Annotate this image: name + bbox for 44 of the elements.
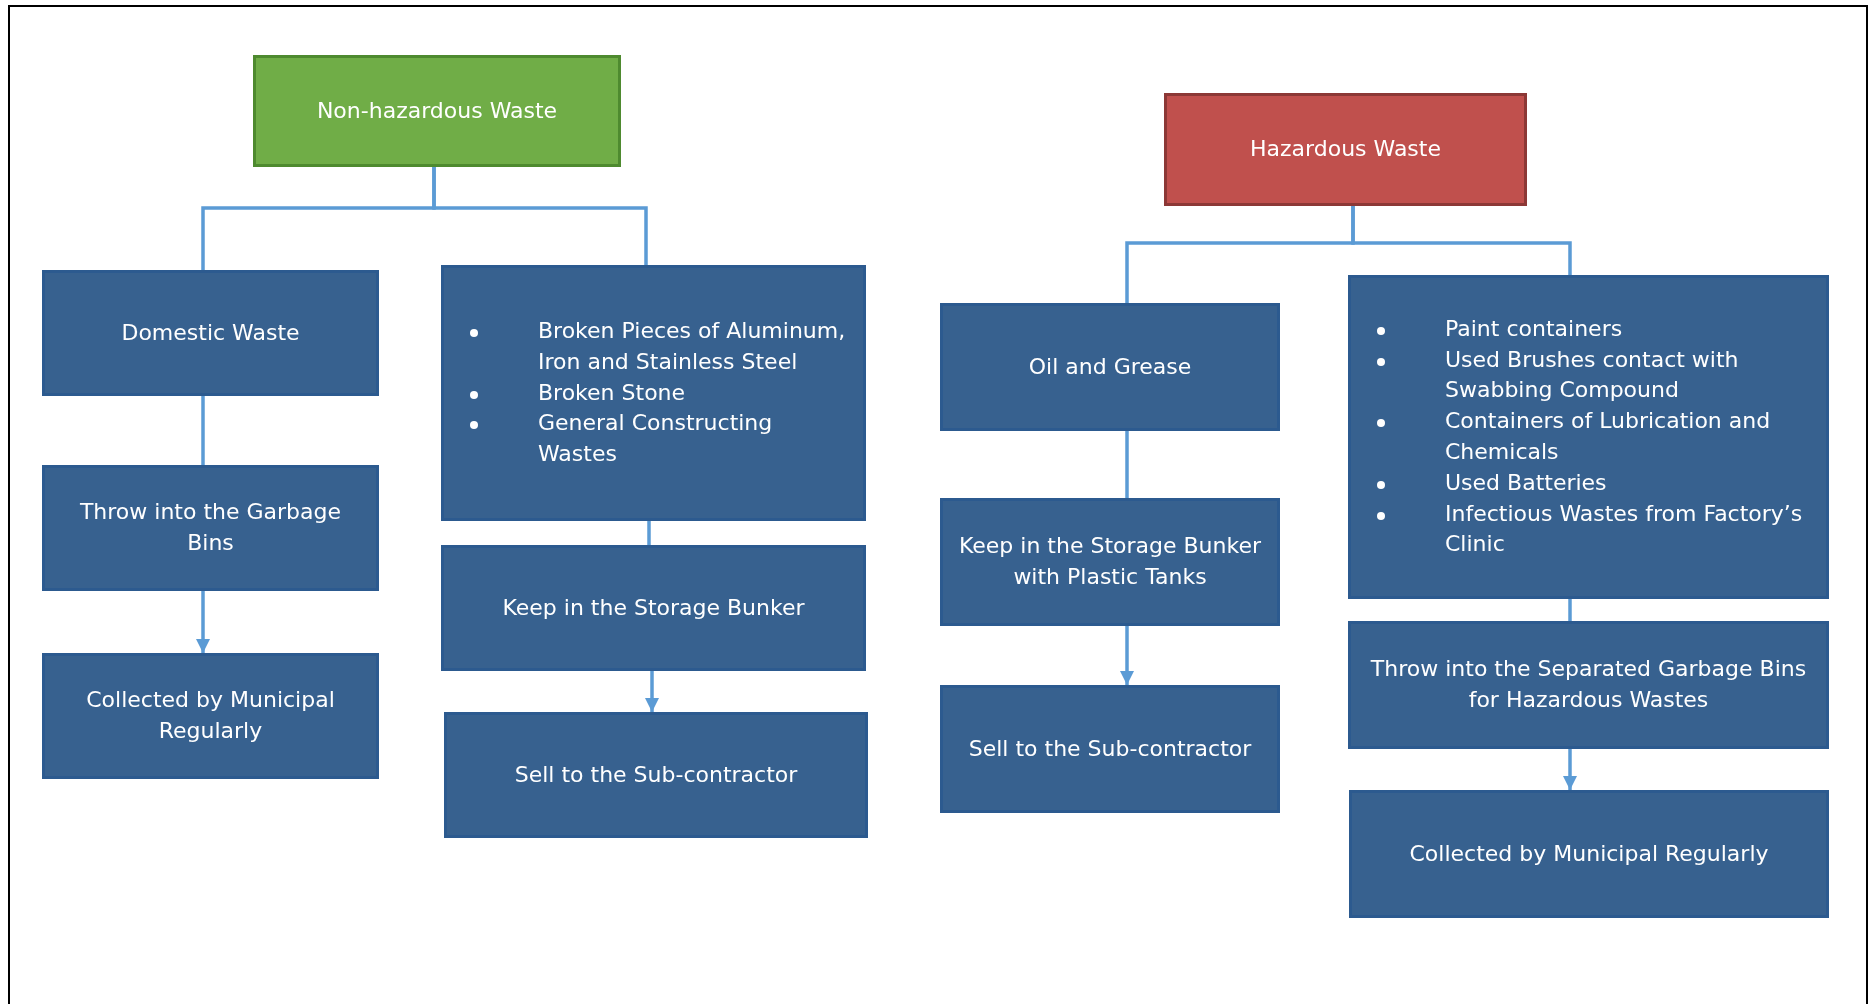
process-box [444, 712, 868, 838]
process-box [441, 545, 866, 671]
list-box [1348, 275, 1829, 599]
connector-line [1125, 431, 1129, 498]
box-label: Oil and Grease [1028, 352, 1192, 381]
list-item: Used Brushes contact with Swabbing Compound [1371, 344, 1812, 407]
category-box [1164, 93, 1527, 206]
process-box [1349, 790, 1829, 918]
connector-line [1351, 206, 1572, 275]
category-box [253, 55, 621, 167]
list-item: Paint containers [1371, 313, 1812, 345]
list-item: Used Batteries [1371, 467, 1812, 499]
process-box [940, 303, 1280, 431]
process-box [940, 498, 1280, 626]
box-label: Collected by Municipal Regularly [1409, 839, 1769, 868]
list-item: Broken Pieces of Aluminum, Iron and Stainless Steel [464, 316, 849, 378]
process-box [1348, 621, 1829, 749]
box-label: Sell to the Sub-contractor [514, 760, 798, 789]
process-box [940, 685, 1280, 813]
arrow [645, 671, 659, 712]
list-item: General Constructing Wastes [464, 408, 849, 470]
list-item: Infectious Wastes from Factory’s Clinic [1371, 498, 1812, 561]
arrow [196, 591, 210, 653]
arrow [1563, 749, 1577, 790]
box-label: Domestic Waste [121, 318, 300, 347]
connector-line [647, 521, 651, 545]
list-item: Broken Stone [464, 377, 849, 409]
list-item: Containers of Lubrication and Chemicals [1371, 406, 1812, 468]
connector-line [201, 396, 205, 465]
box-label: Keep in the Storage Bunker [502, 593, 805, 622]
list-box [441, 265, 866, 521]
arrow [1120, 626, 1134, 685]
box-label: Hazardous Waste [1250, 135, 1441, 164]
connector-line [432, 167, 648, 265]
connector-line [1568, 599, 1572, 621]
box-label: Non-hazardous Waste [316, 96, 558, 125]
process-box [42, 653, 379, 779]
box-label: Collected by Municipal Regularly [85, 686, 336, 745]
box-label: Throw into the Separated Garbage Bins for Hazardous Wastes [1369, 655, 1808, 714]
box-label: Keep in the Storage Bunker with Plastic Tanks [957, 532, 1263, 591]
box-label: Throw into the Garbage Bins [78, 498, 343, 557]
process-box [42, 465, 379, 591]
box-label: Sell to the Sub-contractor [968, 734, 1252, 763]
process-box [42, 270, 379, 396]
